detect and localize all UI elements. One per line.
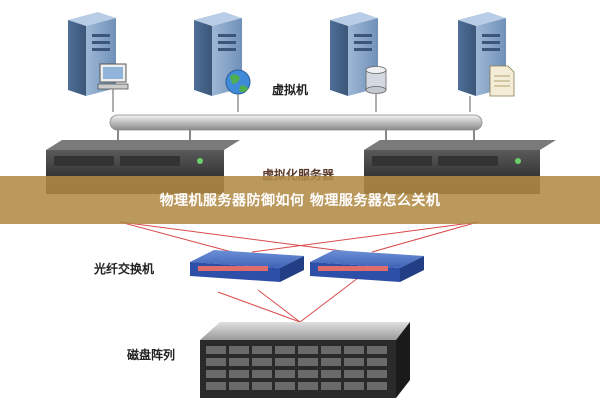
- disk-array-label: 磁盘阵列: [127, 348, 176, 362]
- fiber-switch-right: [310, 250, 424, 282]
- vm-tower-1: [68, 12, 129, 112]
- fiber-switch-left: [190, 250, 304, 282]
- virtual-machine-label: 虚拟机: [272, 83, 309, 97]
- globe-icon: [225, 69, 251, 112]
- vm-tower-3: [330, 12, 387, 112]
- fiber-switch-label: 光纤交换机: [94, 262, 155, 276]
- connector-bus: [109, 114, 483, 146]
- vm-tower-4: [458, 12, 515, 112]
- fiber-connections: [119, 221, 479, 323]
- document-icon: [469, 65, 515, 112]
- vm-tower-2: [194, 12, 251, 112]
- banner-title: 物理机服务器防御如何 物理服务器怎么关机: [159, 193, 441, 209]
- computer-icon: [97, 63, 129, 112]
- title-banner: 物理机服务器防御如何 物理服务器怎么关机: [0, 176, 600, 224]
- disk-array: [200, 322, 410, 398]
- database-icon: [365, 66, 387, 112]
